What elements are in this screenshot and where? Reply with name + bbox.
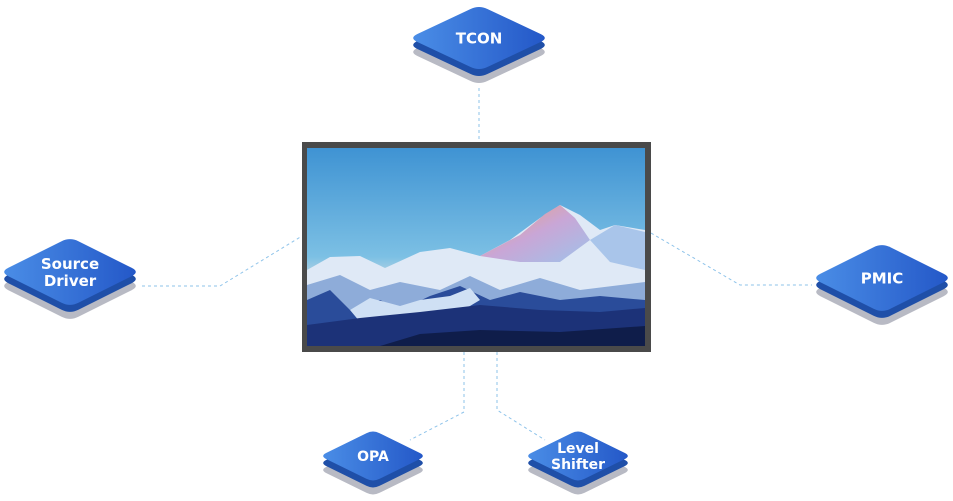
connector-line-level-shifter — [496, 352, 546, 441]
node-label: Driver — [44, 272, 97, 290]
connectors — [142, 88, 812, 441]
node-label: Level — [557, 441, 599, 457]
connector-line-pmic — [650, 232, 812, 286]
node-label: OPA — [357, 449, 389, 465]
connector-line-source-driver — [142, 235, 303, 287]
node-top-face — [413, 6, 545, 70]
connector-line-opa — [409, 352, 465, 441]
node-tcon: TCON — [413, 6, 545, 84]
node-top-face — [323, 431, 423, 481]
node-pmic: PMIC — [816, 245, 948, 325]
node-top-face — [4, 239, 136, 305]
node-opa: OPA — [323, 431, 423, 495]
node-top-face — [528, 431, 628, 481]
node-label: Shifter — [551, 457, 605, 473]
node-label: PMIC — [861, 269, 904, 287]
display-panel — [302, 142, 651, 352]
mountain-image — [307, 148, 645, 346]
node-label: TCON — [456, 29, 503, 47]
node-label: Source — [41, 255, 99, 273]
node-top-face — [816, 245, 948, 311]
